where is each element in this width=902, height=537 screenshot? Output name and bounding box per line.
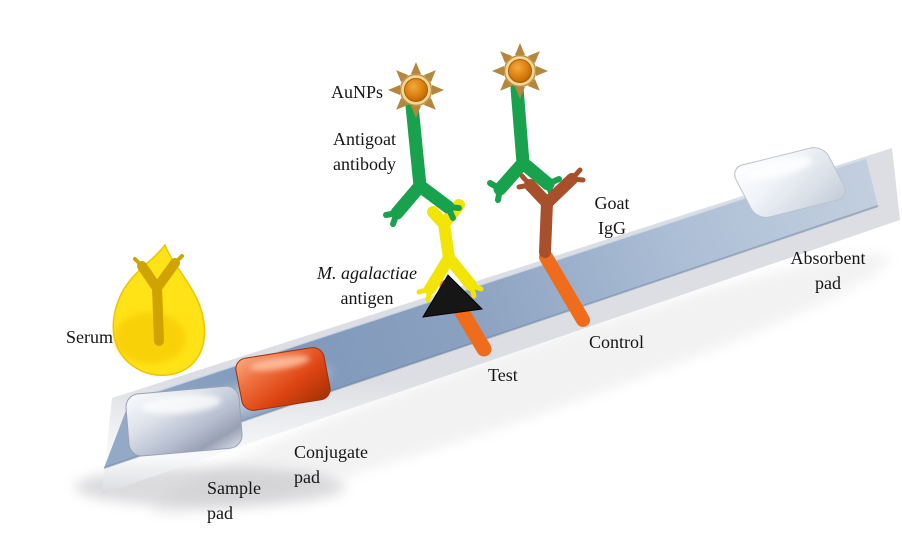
label-absorbent-pad-line1: Absorbent: [790, 248, 866, 268]
label-conjugate-pad-line1: Conjugate: [294, 442, 368, 462]
label-serum: Serum: [66, 327, 113, 347]
label-test-line: Test: [488, 365, 518, 385]
label-antigen-line2: antigen: [340, 288, 394, 308]
label-goat-igg-line2: IgG: [598, 218, 626, 238]
label-goat-igg-line1: Goat: [594, 193, 630, 213]
absorbent-pad: [734, 147, 846, 218]
detection-antibody-yellow: [416, 199, 484, 303]
antigoat-antibody-test: [383, 99, 462, 227]
label-m-agalactiae-antigen: M. agalactiae antigen: [303, 261, 431, 311]
label-conjugate-pad: Conjugate pad: [294, 440, 368, 490]
label-antigoat-antibody: Antigoat antibody: [333, 127, 396, 177]
label-sample-pad-line2: pad: [207, 503, 233, 523]
control-line: [539, 250, 590, 327]
antigen-triangle: [422, 274, 484, 318]
serum-antibody: [133, 254, 184, 346]
strip-shadow-long: [151, 254, 889, 516]
label-goat-igg: Goat IgG: [576, 191, 648, 241]
aunp-icon-control: [491, 42, 549, 100]
label-antigen-line1: M. agalactiae: [317, 263, 417, 283]
label-aunps: AuNPs: [331, 82, 384, 102]
label-absorbent-pad: Absorbent pad: [772, 246, 884, 296]
goat-igg-antibody: [516, 167, 586, 258]
aunp-icon-test: [387, 61, 445, 119]
sample-pad: [125, 385, 243, 457]
antigoat-antibody-control: [487, 81, 562, 203]
label-control-line: Control: [589, 332, 645, 352]
label-absorbent-pad-line2: pad: [815, 273, 841, 293]
label-antigoat-line2: antibody: [333, 154, 396, 174]
label-antigoat-line1: Antigoat: [333, 129, 396, 149]
serum-drop: [112, 243, 206, 377]
label-conjugate-pad-line2: pad: [294, 467, 320, 487]
label-sample-pad: Sample pad: [207, 476, 261, 526]
label-sample-pad-line1: Sample: [207, 478, 261, 498]
conjugate-pad: [235, 347, 331, 411]
